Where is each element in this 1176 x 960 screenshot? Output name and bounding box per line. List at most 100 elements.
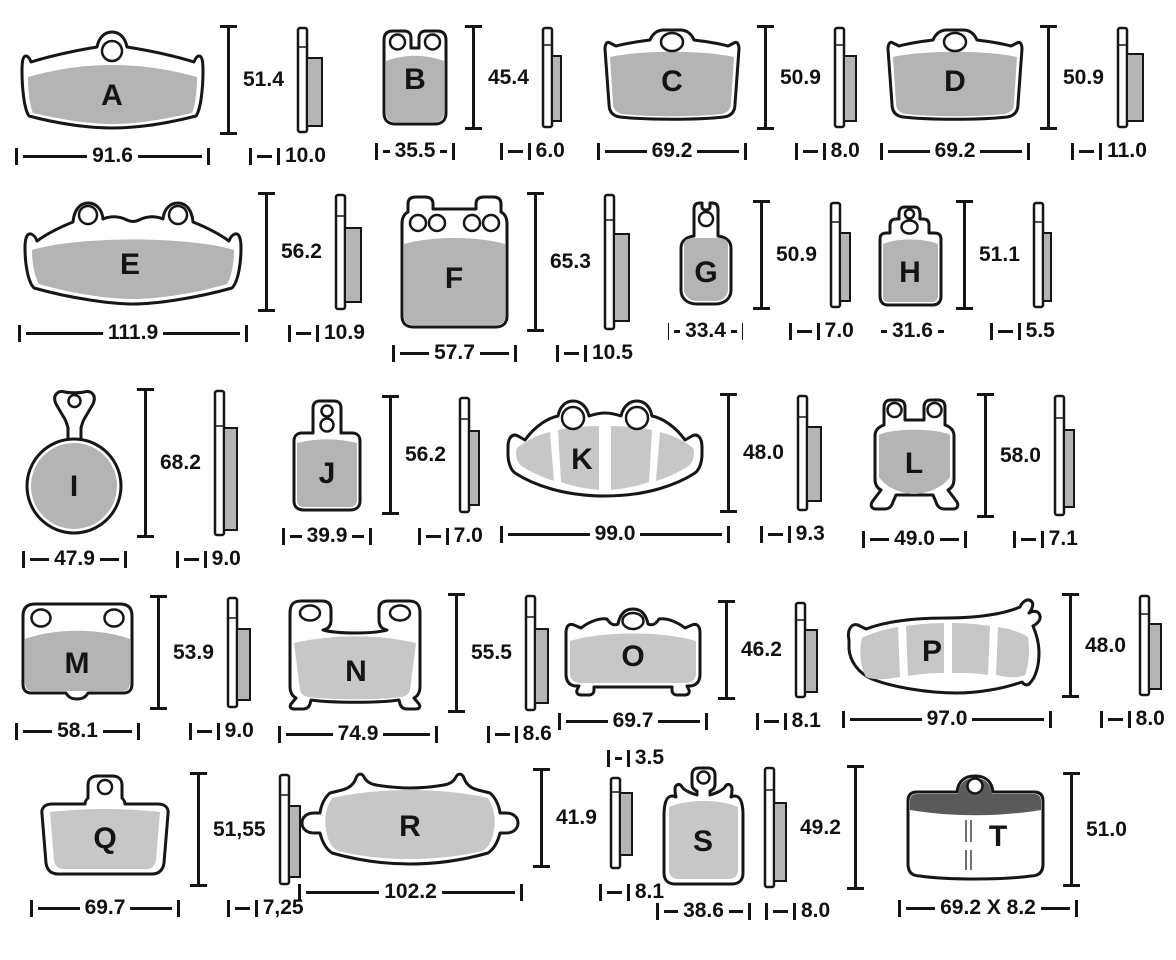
pad-S-height-dimension: 49.2 [800,765,864,890]
pad-B-front-view: B [382,29,448,126]
pad-R-height-value: 41.9 [556,806,597,829]
pad-B-side-view [541,26,562,129]
pad-T-height-dimension: 51.0 [1063,772,1127,887]
pad-F-width-dimension: 57.7 [392,341,517,365]
pad-T-dims: 69.2 X 8.2 [898,896,1127,920]
pad-A-width-dimension: 91.6 [15,144,210,168]
dim-line [1063,772,1080,887]
pad-cell-D: D 50.9 69.2 11.0 [880,25,1147,163]
pad-A-letter: A [101,79,123,112]
pad-R-width-value: 102.2 [384,880,437,903]
pad-A-width-value: 91.6 [92,144,133,167]
pad-O-height-dimension: 46.2 [718,600,782,700]
pad-Q-letter: Q [93,822,116,855]
pad-L-height-value: 58.0 [1000,443,1041,467]
pad-S-views: S 49.2 [656,765,864,890]
pad-S-width-dimension: 38.6 [656,899,751,923]
pad-O-thickness-dimension: 8.1 [755,709,821,733]
pad-C-width-value: 69.2 [651,139,693,162]
pad-E-width-dimension: 111.9 [18,321,249,345]
pad-O-front-view: O [564,607,702,697]
pad-H-front-view: H [878,205,943,307]
pad-L-height-dimension: 58.0 [977,393,1041,518]
pad-D-letter: D [944,65,966,98]
dim-line [150,595,167,710]
pad-M-letter: M [65,647,90,680]
pad-K-side-view [796,394,822,512]
pad-J-front-view: J [292,399,362,512]
pad-D-thickness-dimension: 11.0 [1071,139,1147,163]
dim-line [753,200,770,310]
pad-J-thickness-dimension: 7.0 [417,524,483,548]
pad-C-height-dimension: 50.9 [757,25,821,130]
pad-S-letter: S [693,825,713,858]
dim-line [977,393,994,518]
pad-R-views: R 41.9 3.5 [298,746,664,871]
pad-J-width-dimension: 39.9 [282,524,372,548]
pad-D-views: D 50.9 [880,25,1147,130]
pad-cell-I: I 68.2 47.9 9.0 [22,388,241,571]
pad-H-thickness-dimension: 5.5 [989,319,1055,343]
pad-J-side-view [458,396,480,514]
pad-R-backing-dimension: 3.5 [606,746,665,770]
pad-N-width-value: 74.9 [337,722,379,745]
pad-F-width-value: 57.7 [434,341,475,364]
pad-cell-G: G 50.9 33.4 7.0 [668,200,854,343]
pad-M-thickness-dimension: 9.0 [188,719,254,743]
pad-J-thickness-value: 7.0 [453,524,483,547]
pad-Q-side-view [278,773,301,886]
pad-L-views: L 58.0 [862,393,1078,518]
pad-Q-views: Q 51,55 [30,772,304,887]
pad-E-thickness-value: 10.9 [324,321,365,344]
pad-cell-J: J 56.2 39.9 7.0 [282,395,483,548]
pad-I-front-view: I [25,390,123,535]
pad-H-width-value: 31.6 [892,319,933,342]
pad-N-views: N 55.5 [278,593,552,713]
pad-M-width-value: 58.1 [57,719,98,742]
pad-I-side-view [213,389,238,537]
pad-F-views: F 65.3 [392,192,633,332]
pad-E-dims: 111.9 10.9 [18,321,365,345]
pad-D-height-dimension: 50.9 [1040,25,1104,130]
pad-M-front-view: M [21,602,134,701]
pad-cell-H: H 51.1 31.6 5.5 [876,200,1055,343]
pad-I-height-dimension: 68.2 [137,388,201,538]
pad-S-thickness-value: 8.0 [801,899,831,922]
pad-N-dims: 74.9 8.6 [278,722,552,746]
dim-line [956,200,973,310]
pad-M-views: M 53.9 [15,595,254,710]
pad-B-height-value: 45.4 [488,65,529,89]
pad-L-letter: L [905,447,923,480]
pad-C-views: C 50.9 [597,25,860,130]
pad-L-thickness-value: 7.1 [1048,527,1078,550]
pad-cell-T: T 51.0 69.2 X 8.2 [898,772,1127,920]
pad-T-dark-band [910,778,1041,816]
pad-D-thickness-value: 11.0 [1107,139,1147,162]
pad-N-letter: N [345,655,367,688]
pad-C-thickness-value: 8.0 [830,139,860,162]
pad-C-dims: 69.2 8.0 [597,139,860,163]
pad-K-front-view: K [506,399,704,498]
pad-B-dims: 35.5 6.0 [375,139,565,163]
pad-K-width-value: 99.0 [594,522,636,545]
pad-L-dims: 49.0 7.1 [862,527,1078,551]
pad-Q-height-dimension: 51,55 [190,772,266,887]
pad-T-front-view: T [906,774,1045,881]
dim-line [757,25,774,130]
pad-S-width-value: 38.6 [683,899,724,922]
pad-cell-C: C 50.9 69.2 8.0 [597,25,860,163]
dim-line [1062,593,1079,698]
pad-Q-thickness-value: 7,25 [262,896,304,919]
pad-G-height-value: 50.9 [776,243,817,266]
pad-K-letter: K [571,443,593,476]
pad-R-backing-value: 3.5 [634,746,665,769]
pad-C-width-dimension: 69.2 [597,139,747,163]
pad-cell-M: M 53.9 58.1 9.0 [15,595,254,743]
pad-M-dims: 58.1 9.0 [15,719,254,743]
pad-H-dims: 31.6 5.5 [876,319,1055,343]
pad-H-thickness-value: 5.5 [1025,319,1055,342]
pad-R-width-dimension: 102.2 [298,880,523,904]
pad-cell-L: L 58.0 49.0 7.1 [862,393,1078,551]
dim-line [465,25,482,130]
pad-L-thickness-dimension: 7.1 [1012,527,1078,551]
